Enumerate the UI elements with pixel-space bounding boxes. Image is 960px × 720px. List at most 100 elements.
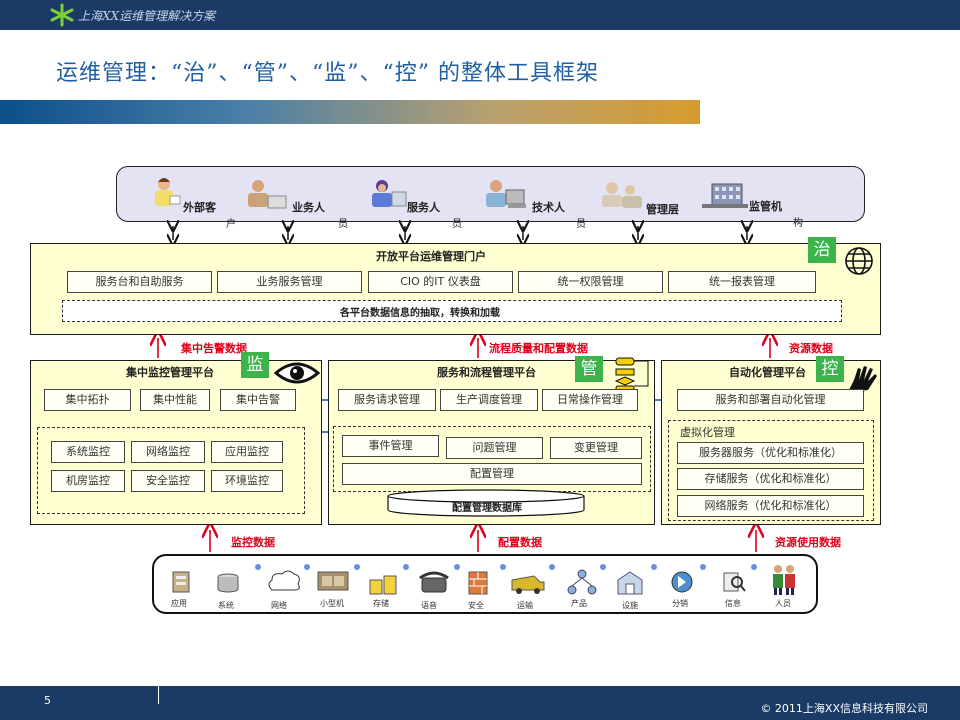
persona-label: 监管机	[749, 200, 782, 213]
monitor-grid-item[interactable]: 网络监控	[131, 441, 205, 463]
resource-label: 网络	[271, 601, 287, 610]
system-disk-icon	[217, 573, 239, 593]
governance-badge: 治	[808, 237, 836, 263]
portal-item[interactable]: 服务台和自助服务	[67, 271, 212, 293]
asterisk-logo-icon	[50, 3, 74, 27]
monitor-top-item[interactable]: 集中拓扑	[44, 389, 131, 411]
top-header-bar: 上海XX运维管理解决方案	[0, 0, 960, 30]
globe-icon	[845, 247, 873, 275]
service-title: 服务和流程管理平台	[437, 366, 536, 379]
service-badge: 管	[575, 356, 603, 382]
monitor-top-item[interactable]: 集中性能	[140, 389, 210, 411]
persona-label: 管理层	[646, 203, 679, 216]
flow-label: 监控数据	[231, 536, 275, 549]
virtualization-frame	[668, 420, 874, 521]
portal-item[interactable]: 业务服务管理	[217, 271, 362, 293]
network-cloud-icon	[268, 570, 300, 591]
portal-item[interactable]: CIO 的IT 仪表盘	[368, 271, 513, 293]
monitor-grid-item[interactable]: 环境监控	[211, 470, 283, 492]
persona-label-cont: 员	[338, 219, 348, 230]
resource-label: 系统	[218, 601, 234, 610]
header-title: 上海XX运维管理解决方案	[78, 9, 216, 23]
resource-label: 分销	[672, 599, 688, 608]
monitor-grid-item[interactable]: 安全监控	[131, 470, 205, 492]
copyright: © 2011上海XX信息科技有限公司	[760, 702, 928, 715]
etl-bar	[62, 300, 842, 322]
product-network-icon	[567, 569, 597, 595]
storage-icon	[369, 575, 397, 595]
resource-label: 存储	[373, 599, 389, 608]
etl-label: 各平台数据信息的抽取，转换和加载	[340, 308, 500, 319]
portal-title: 开放平台运维管理门户	[376, 250, 486, 263]
automation-badge: 控	[816, 356, 844, 382]
security-firewall-icon	[468, 571, 488, 595]
resource-label: 信息	[725, 599, 741, 608]
persona-label: 技术人	[532, 201, 565, 214]
resource-label: 人员	[775, 599, 791, 608]
service-top-item[interactable]: 日常操作管理	[542, 389, 638, 411]
resource-label: 设施	[622, 601, 638, 610]
customer-person-icon	[155, 178, 181, 206]
persona-label: 业务人	[292, 201, 325, 214]
monitor-grid-item[interactable]: 应用监控	[211, 441, 283, 463]
people-icon	[773, 565, 795, 595]
business-staff-icon	[248, 180, 287, 209]
page-title: 运维管理：“治”、“管”、“监”、“控” 的整体工具框架	[56, 61, 599, 86]
information-search-icon	[723, 572, 746, 592]
persona-label-cont: 员	[452, 219, 462, 230]
service-top-item[interactable]: 服务请求管理	[338, 389, 436, 411]
process-item[interactable]: 变更管理	[550, 437, 642, 459]
minicomputer-icon	[317, 571, 349, 591]
persona-label-cont: 构	[793, 218, 803, 229]
process-item[interactable]: 问题管理	[446, 437, 543, 459]
portal-item[interactable]: 统一报表管理	[668, 271, 816, 293]
tech-staff-icon	[486, 180, 526, 208]
persona-label: 外部客	[183, 201, 216, 214]
monitor-title: 集中监控管理平台	[126, 366, 214, 379]
resource-label: 小型机	[320, 599, 344, 608]
flow-label: 配置数据	[498, 536, 542, 549]
footer-divider	[158, 686, 159, 704]
hand-control-icon	[848, 366, 877, 392]
service-staff-icon	[372, 180, 407, 207]
flow-label: 资源数据	[789, 342, 833, 355]
cmdb-label: 配置管理数据库	[452, 503, 522, 514]
persona-label-cont: 员	[576, 219, 586, 230]
resource-label: 语音	[421, 601, 437, 610]
virtual-service-item[interactable]: 网络服务（优化和标准化）	[677, 495, 864, 517]
resource-label: 运输	[517, 601, 533, 610]
deploy-automation-item[interactable]: 服务和部署自动化管理	[677, 389, 864, 411]
transport-truck-icon	[511, 575, 545, 594]
gradient-bar	[0, 100, 700, 124]
monitor-grid-item[interactable]: 机房监控	[51, 470, 125, 492]
telephone-icon	[419, 571, 449, 593]
process-item[interactable]: 事件管理	[342, 435, 439, 457]
virtual-service-item[interactable]: 存储服务（优化和标准化）	[677, 468, 864, 490]
monitor-grid-frame	[37, 427, 305, 514]
automation-title: 自动化管理平台	[729, 366, 806, 379]
flow-label: 资源使用数据	[775, 536, 841, 549]
persona-label-cont: 户	[226, 219, 236, 230]
cmdb-cylinder-icon	[387, 489, 585, 517]
facility-icon	[617, 571, 643, 595]
monitor-top-item[interactable]: 集中告警	[220, 389, 296, 411]
config-item[interactable]: 配置管理	[342, 463, 642, 485]
virtual-service-item[interactable]: 服务器服务（优化和标准化）	[677, 442, 864, 464]
monitor-badge: 监	[241, 352, 269, 378]
persona-label: 服务人	[407, 201, 440, 214]
management-icon	[602, 182, 642, 208]
virtualization-label: 虚拟化管理	[680, 426, 735, 439]
page-number: 5	[44, 694, 51, 707]
distribution-icon	[671, 571, 693, 593]
service-top-item[interactable]: 生产调度管理	[440, 389, 538, 411]
regulator-building-icon	[702, 183, 748, 208]
application-icon	[172, 571, 190, 593]
resource-label: 应用	[171, 599, 187, 608]
portal-item[interactable]: 统一权限管理	[518, 271, 663, 293]
resource-label: 安全	[468, 601, 484, 610]
flow-label: 集中告警数据	[181, 342, 247, 355]
monitor-grid-item[interactable]: 系统监控	[51, 441, 125, 463]
footer-bar: 5 © 2011上海XX信息科技有限公司	[0, 686, 960, 720]
resource-label: 产品	[571, 599, 587, 608]
